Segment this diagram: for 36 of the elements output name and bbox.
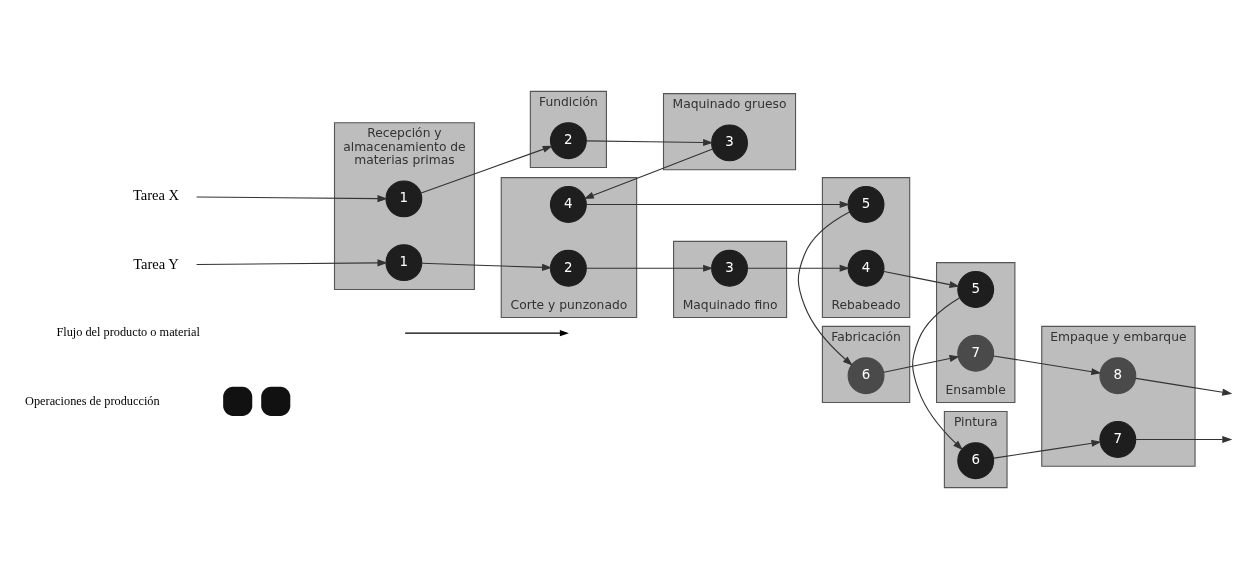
node-circle: 1 [385,179,423,217]
arrow [196,194,388,202]
node-circle: 4 [549,185,587,223]
node-circle: 2 [549,249,587,287]
node-text: Tarea Y [133,255,179,272]
arrow [421,262,553,271]
arrow [883,270,960,288]
legend-label: Flujo del producto o material [56,324,200,339]
node-circle: 3 [711,123,748,161]
arrow [797,210,853,366]
node-circle: 7 [957,334,995,372]
legend-label: Operaciones de producción [25,393,160,408]
arrow [196,258,388,266]
node-circle: 5 [847,185,885,223]
node-circle: 3 [711,249,748,287]
arrow [1135,435,1233,443]
arrow [585,264,714,272]
node-circle: 7 [1099,420,1137,458]
arrow [993,439,1102,459]
arrow [585,138,714,146]
node-circle: 5 [957,270,995,308]
arrow [586,200,850,208]
node-circle: 6 [957,441,995,479]
node-circle: 1 [385,243,423,281]
node-circle: 4 [847,249,885,287]
arrow [420,145,553,194]
node-circle: 6 [847,356,885,394]
node-circle: 2 [549,121,587,159]
arrow [992,354,1102,375]
arrow [583,147,714,199]
arrow [747,264,850,272]
arrow [1135,377,1233,396]
node-circle: 8 [1099,356,1137,394]
arrow [883,354,960,373]
node-text: Tarea X [132,186,180,203]
arrow [912,296,963,450]
